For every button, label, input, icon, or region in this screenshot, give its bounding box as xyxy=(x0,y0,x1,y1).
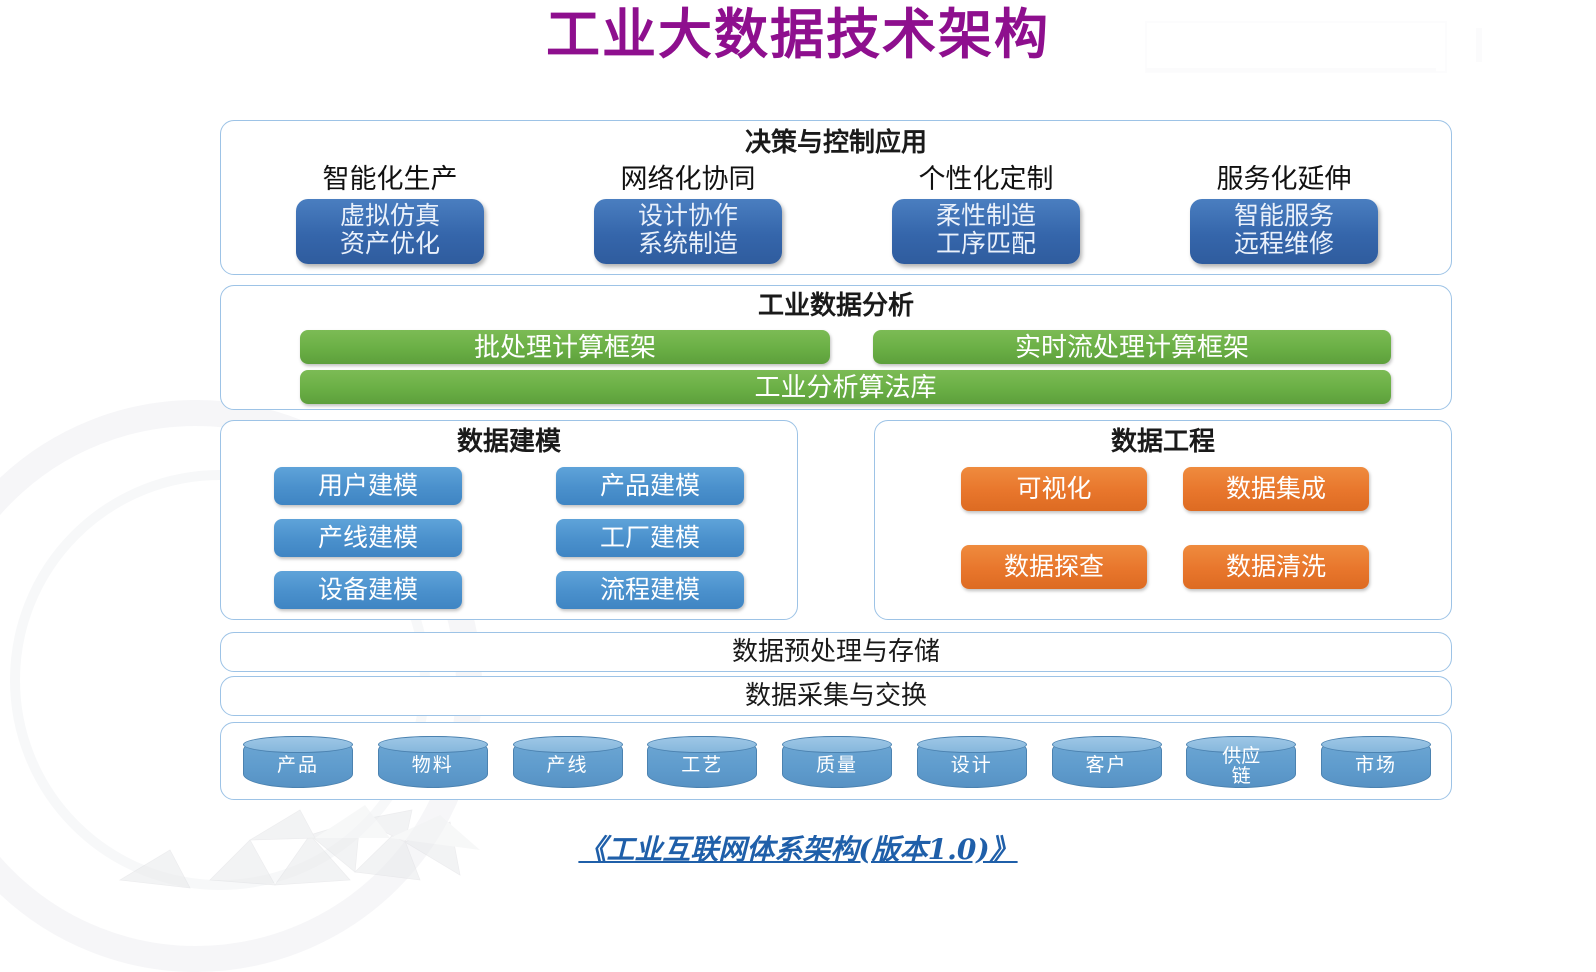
application-box-line: 系统制造 xyxy=(637,230,738,258)
application-column-label: 个性化定制 xyxy=(918,164,1054,194)
modeling-item-factory[interactable]: 工厂建模 xyxy=(556,519,744,557)
data-source-cylinder-quality[interactable]: 质量 xyxy=(782,736,892,788)
application-column-personalized-customization: 个性化定制 柔性制造 工序匹配 xyxy=(837,163,1135,264)
layer-collect-title: 数据采集与交换 xyxy=(744,681,927,711)
data-source-row: 产品 物料 产线 工艺 质量 设计 客户 供应 链 市场 xyxy=(243,733,1431,791)
layer-data-sources: 产品 物料 产线 工艺 质量 设计 客户 供应 链 市场 xyxy=(220,722,1452,800)
engineering-item-data-integration[interactable]: 数据集成 xyxy=(1183,467,1369,511)
data-source-label: 工艺 xyxy=(681,754,724,776)
data-source-cylinder-process[interactable]: 工艺 xyxy=(647,736,758,788)
application-box-line: 智能服务 xyxy=(1233,202,1334,230)
engineering-items-grid: 可视化 数据集成 数据探查 数据清洗 xyxy=(875,467,1451,589)
layer-preprocess-title: 数据预处理与存储 xyxy=(731,637,940,667)
layer-data-preprocessing-storage: 数据预处理与存储 xyxy=(220,632,1452,672)
application-box[interactable]: 柔性制造 工序匹配 xyxy=(892,199,1080,264)
data-source-label: 产线 xyxy=(546,754,589,776)
application-column-intelligent-production: 智能化生产 虚拟仿真 资产优化 xyxy=(241,163,539,264)
application-box-line: 虚拟仿真 xyxy=(339,202,440,230)
application-column-label: 服务化延伸 xyxy=(1216,164,1352,194)
application-column-networked-collaboration: 网络化协同 设计协作 系统制造 xyxy=(539,163,837,264)
data-source-label: 设计 xyxy=(950,754,993,776)
layer-applications: 决策与控制应用 智能化生产 虚拟仿真 资产优化 网络化协同 设计协作 系统制造 … xyxy=(220,120,1452,275)
engineering-item-data-cleaning[interactable]: 数据清洗 xyxy=(1183,545,1369,589)
modeling-item-process[interactable]: 流程建模 xyxy=(556,571,744,609)
applications-columns: 智能化生产 虚拟仿真 资产优化 网络化协同 设计协作 系统制造 个性化定制 柔性… xyxy=(241,163,1433,264)
modeling-item-production-line[interactable]: 产线建模 xyxy=(274,519,462,557)
data-source-cylinder-market[interactable]: 市场 xyxy=(1321,736,1431,788)
layer-data-modeling: 数据建模 用户建模 产品建模 产线建模 工厂建模 设备建模 流程建模 xyxy=(220,420,798,620)
layer-modeling-title: 数据建模 xyxy=(456,426,561,456)
data-source-cylinder-customer[interactable]: 客户 xyxy=(1051,736,1162,788)
data-source-label: 产品 xyxy=(276,754,319,776)
data-source-label: 质量 xyxy=(815,754,858,776)
engineering-item-data-exploration[interactable]: 数据探查 xyxy=(961,545,1147,589)
modeling-item-product[interactable]: 产品建模 xyxy=(556,467,744,505)
application-box[interactable]: 设计协作 系统制造 xyxy=(594,199,782,264)
application-box-line: 设计协作 xyxy=(637,202,738,230)
data-source-label: 物料 xyxy=(411,754,454,776)
analysis-bar-stream-framework[interactable]: 实时流处理计算框架 xyxy=(873,330,1391,364)
analysis-bar-algorithm-library[interactable]: 工业分析算法库 xyxy=(300,370,1391,404)
application-box[interactable]: 智能服务 远程维修 xyxy=(1190,199,1378,264)
modeling-item-user[interactable]: 用户建模 xyxy=(274,467,462,505)
data-source-cylinder-supply-chain[interactable]: 供应 链 xyxy=(1186,736,1297,788)
modeling-item-equipment[interactable]: 设备建模 xyxy=(274,571,462,609)
layer-applications-title: 决策与控制应用 xyxy=(744,127,927,157)
data-source-label: 市场 xyxy=(1354,754,1397,776)
modeling-items-grid: 用户建模 产品建模 产线建模 工厂建模 设备建模 流程建模 xyxy=(221,467,797,609)
data-source-label: 客户 xyxy=(1085,754,1128,776)
data-source-cylinder-production-line[interactable]: 产线 xyxy=(512,736,623,788)
application-box-line: 工序匹配 xyxy=(935,230,1036,258)
application-column-label: 智能化生产 xyxy=(322,164,458,194)
application-box[interactable]: 虚拟仿真 资产优化 xyxy=(296,199,484,264)
application-column-label: 网络化协同 xyxy=(620,164,756,194)
data-source-cylinder-product[interactable]: 产品 xyxy=(243,736,353,788)
page-title: 工业大数据技术架构 xyxy=(546,3,1050,66)
layer-analysis-title: 工业数据分析 xyxy=(757,290,914,320)
source-reference-link[interactable]: 《工业互联网体系架构(版本1.0)》 xyxy=(578,833,1018,866)
analysis-bar-batch-framework[interactable]: 批处理计算框架 xyxy=(300,330,830,364)
layer-data-collection-exchange: 数据采集与交换 xyxy=(220,676,1452,716)
engineering-item-visualization[interactable]: 可视化 xyxy=(961,467,1147,511)
application-box-line: 柔性制造 xyxy=(935,202,1036,230)
data-source-cylinder-material[interactable]: 物料 xyxy=(377,736,488,788)
data-source-cylinder-design[interactable]: 设计 xyxy=(916,736,1027,788)
application-box-line: 远程维修 xyxy=(1233,230,1334,258)
layer-data-engineering: 数据工程 可视化 数据集成 数据探查 数据清洗 xyxy=(874,420,1452,620)
data-source-label: 供应 链 xyxy=(1222,745,1261,787)
layer-industrial-data-analysis: 工业数据分析 批处理计算框架 实时流处理计算框架 工业分析算法库 xyxy=(220,285,1452,410)
layer-engineering-title: 数据工程 xyxy=(1110,426,1215,456)
application-box-line: 资产优化 xyxy=(339,230,440,258)
application-column-service-extension: 服务化延伸 智能服务 远程维修 xyxy=(1135,163,1433,264)
